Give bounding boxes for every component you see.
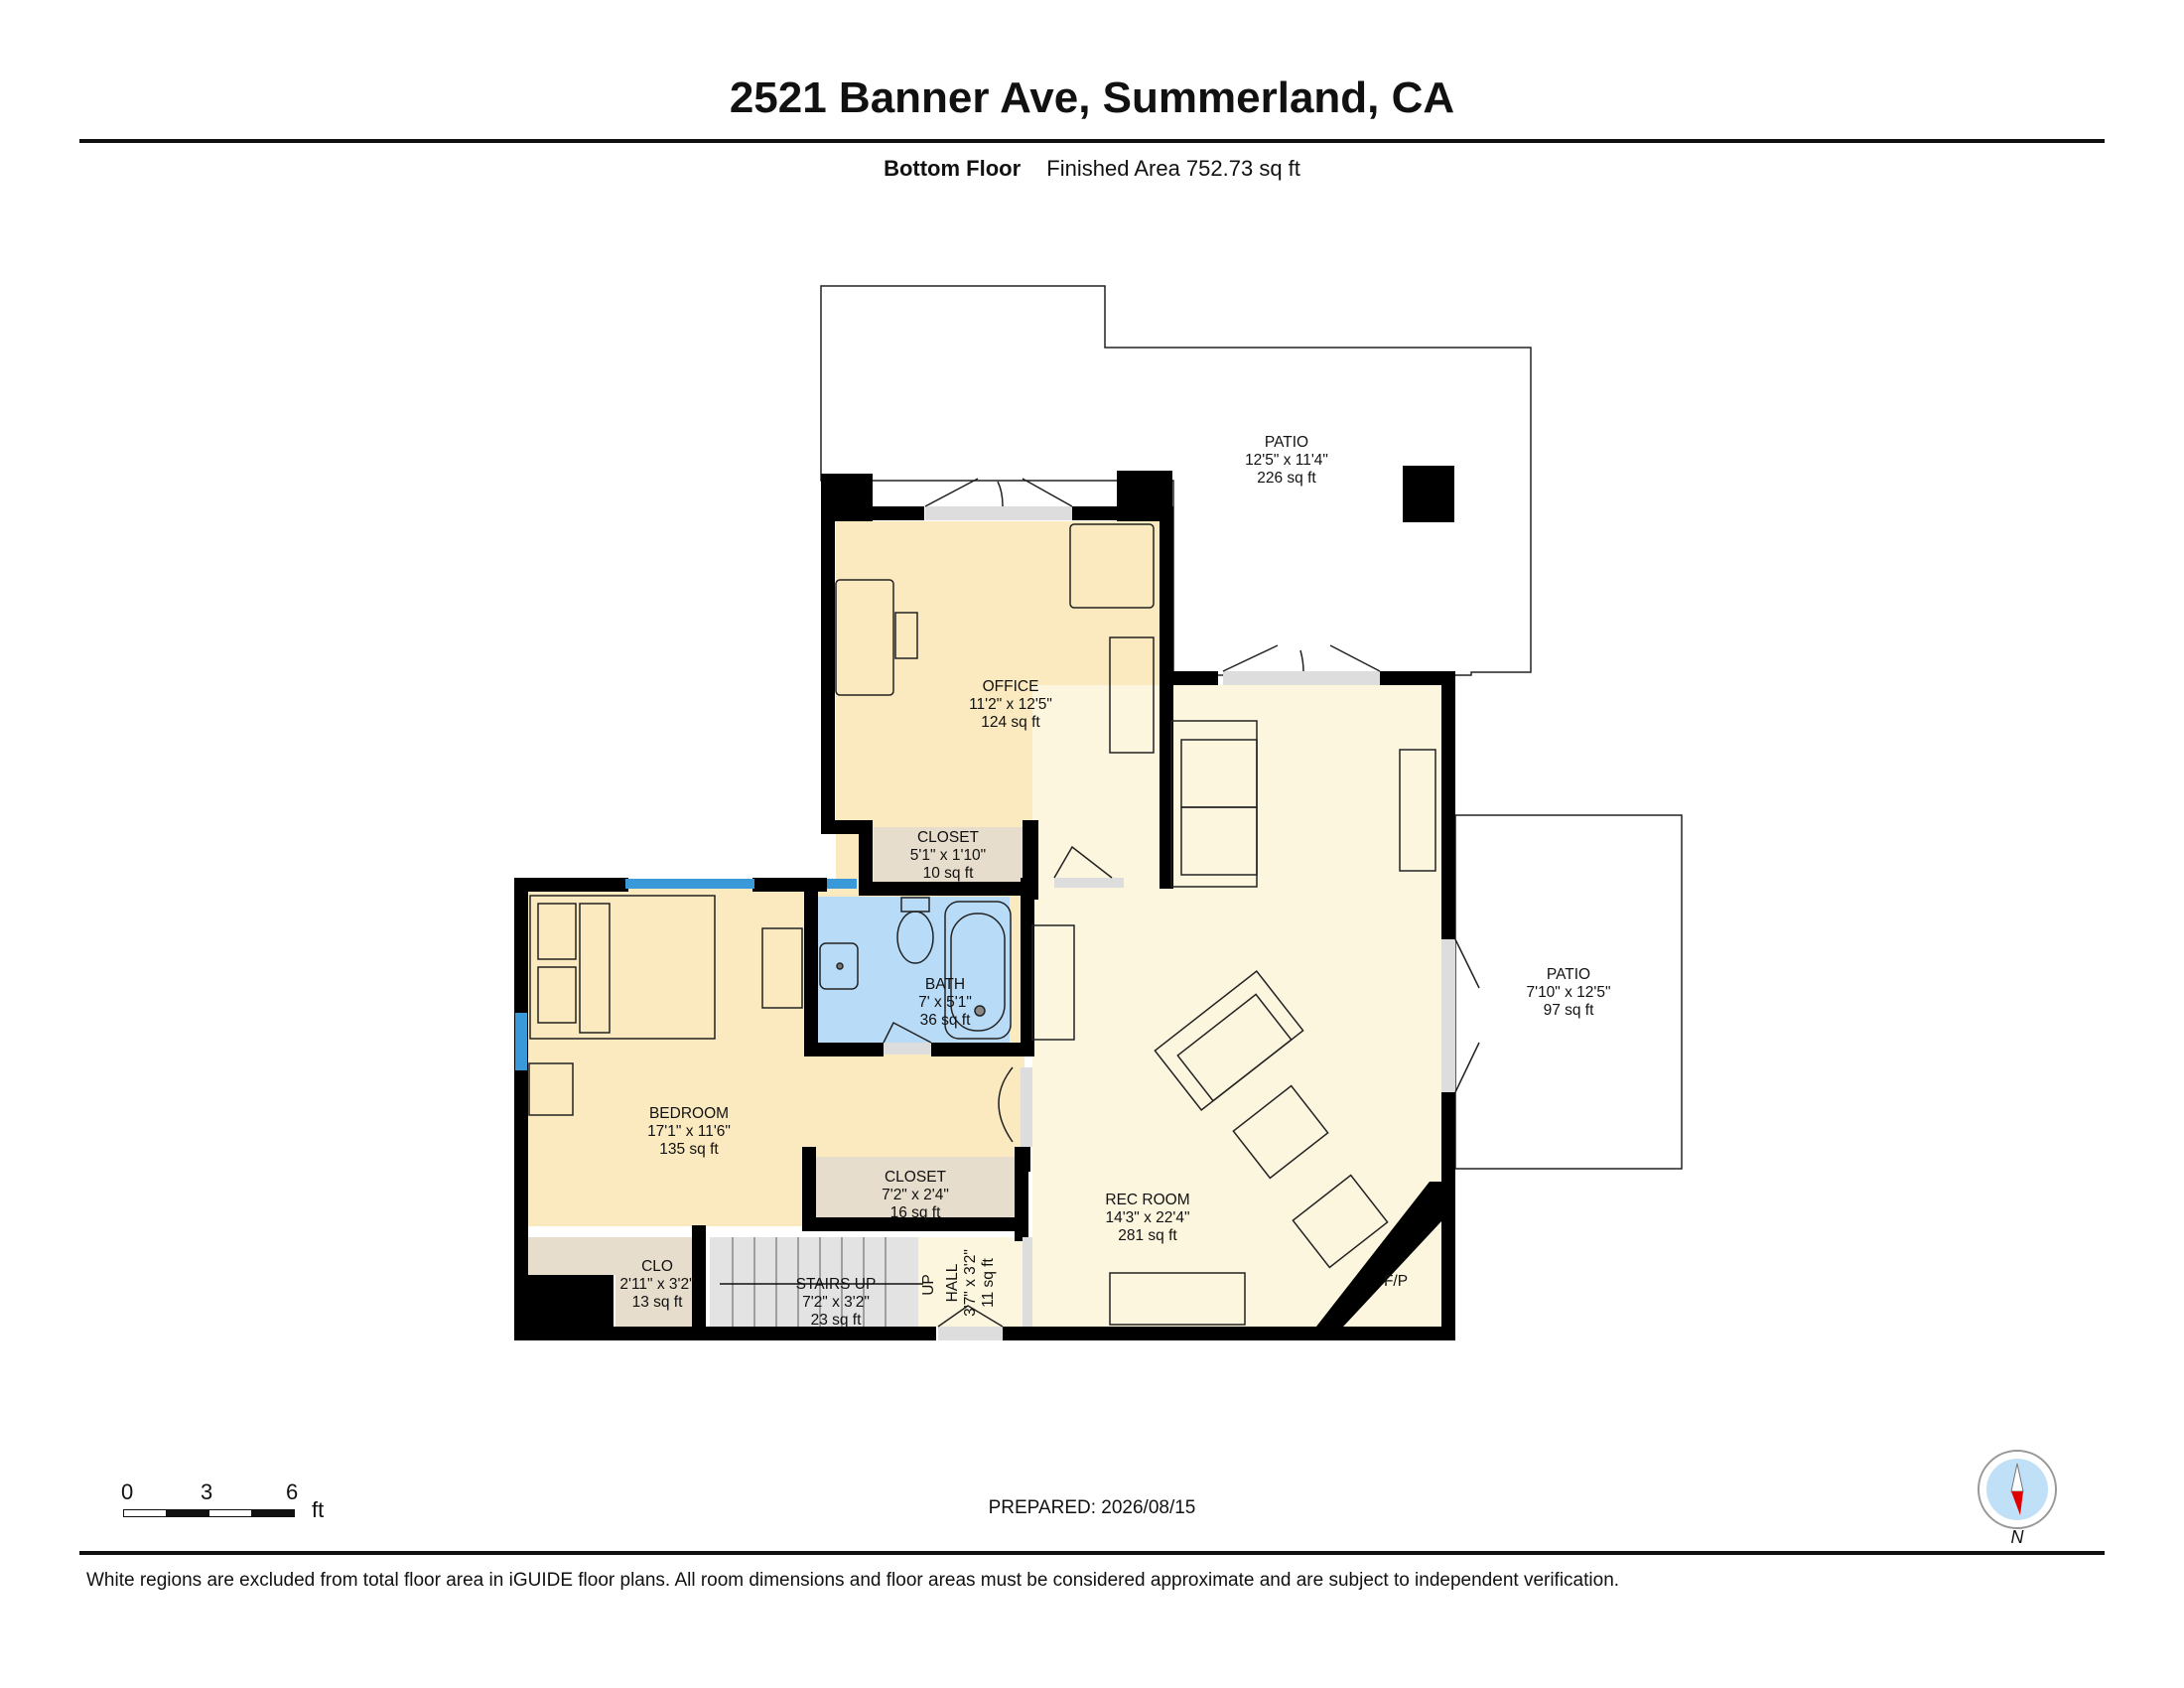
bedroom-furniture: [528, 895, 803, 1116]
room-name: CLOSET: [885, 1169, 947, 1186]
room-name: BEDROOM: [649, 1105, 729, 1122]
room-dims: 12'5" x 11'4": [1245, 452, 1328, 469]
room-label-stairs: STAIRS UP 7'2" x 3'2" 23 sq ft: [796, 1276, 877, 1329]
room-label-patio-right: PATIO 7'10" x 12'5" 97 sq ft: [1526, 966, 1610, 1019]
room-dims: 2'11" x 3'2": [619, 1276, 694, 1293]
room-label-patio-top: PATIO 12'5" x 11'4" 226 sq ft: [1245, 434, 1328, 487]
scale-tick: 3: [201, 1479, 213, 1504]
room-name: CLO: [641, 1258, 673, 1275]
stair-treads: [720, 1237, 923, 1327]
room-area: 281 sq ft: [1118, 1227, 1177, 1244]
disclaimer: White regions are excluded from total fl…: [86, 1570, 1620, 1591]
page-title: 2521 Banner Ave, Summerland, CA: [729, 73, 1455, 122]
room-name: PATIO: [1547, 966, 1590, 983]
room-name: HALL: [944, 1263, 961, 1302]
room-dims: 17'1" x 11'6": [647, 1123, 731, 1140]
room-label-bath: BATH 7' x 5'1" 36 sq ft: [918, 976, 972, 1029]
compass-north-label: N: [2011, 1527, 2025, 1547]
room-dims: 7'2" x 3'2": [802, 1294, 870, 1311]
room-area: 13 sq ft: [632, 1294, 684, 1311]
footer-divider: [79, 1551, 2105, 1555]
room-name: STAIRS UP: [796, 1276, 877, 1293]
room-area: 16 sq ft: [890, 1204, 942, 1221]
room-area: 10 sq ft: [923, 865, 975, 882]
scale-unit: ft: [312, 1497, 325, 1522]
scale-tick: 6: [286, 1479, 299, 1504]
room-label-bedroom-closet: CLOSET 7'2" x 2'4" 16 sq ft: [882, 1169, 949, 1221]
room-dims: 14'3" x 22'4": [1105, 1209, 1189, 1226]
stairs-direction-label: UP: [920, 1274, 937, 1296]
scale-segment: [251, 1509, 295, 1517]
scale-tick: 0: [121, 1479, 134, 1504]
clo-upper: [528, 1237, 697, 1275]
room-name: CLOSET: [917, 829, 980, 846]
bedroom-closet: [811, 1157, 1020, 1228]
prepared-date: PREPARED: 2026/08/15: [988, 1497, 1196, 1518]
room-area: 11 sq ft: [980, 1257, 997, 1307]
room-dims: 7'2" x 2'4": [882, 1187, 949, 1203]
compass: N: [1976, 1448, 2059, 1547]
compass-icon: N: [1978, 1450, 2057, 1547]
floor-plan: PATIO 12'5" x 11'4" 226 sq ft OFFICE 11'…: [514, 285, 1683, 1340]
room-label-bedroom: BEDROOM 17'1" x 11'6" 135 sq ft: [647, 1105, 731, 1158]
rec-room-upper: [1171, 685, 1453, 894]
bath-fixtures: [819, 897, 1012, 1040]
room-area: 97 sq ft: [1544, 1002, 1595, 1019]
stairs: [710, 1237, 918, 1327]
room-area: 23 sq ft: [811, 1312, 863, 1329]
header-divider: [79, 139, 2105, 143]
patio-top: [820, 285, 1532, 676]
patio-column: [1403, 466, 1454, 522]
room-dims: 7'10" x 12'5": [1526, 984, 1610, 1001]
room-area: 124 sq ft: [981, 714, 1040, 731]
finished-area: Finished Area 752.73 sq ft: [1046, 156, 1300, 181]
doors: [883, 478, 1480, 1340]
room-label-office: OFFICE 11'2" x 12'5" 124 sq ft: [969, 678, 1052, 731]
windows: [515, 879, 857, 1070]
room-name: PATIO: [1265, 434, 1308, 451]
room-name: REC ROOM: [1105, 1192, 1189, 1208]
room-dims: 3'7" x 3'2": [962, 1249, 979, 1317]
room-dims: 5'1" x 1'10": [910, 847, 986, 864]
fireplace-label: F/P: [1384, 1273, 1408, 1290]
room-label-hall: HALL 3'7" x 3'2" 11 sq ft: [944, 1249, 997, 1317]
rec-room-furniture: [1031, 720, 1436, 1326]
office-closet: [874, 827, 1023, 885]
room-dims: 7' x 5'1": [918, 994, 972, 1011]
patio-right: [1454, 814, 1683, 1170]
room-name: BATH: [925, 976, 965, 993]
room-dims: 11'2" x 12'5": [969, 696, 1052, 713]
room-label-rec-room: REC ROOM 14'3" x 22'4" 281 sq ft: [1105, 1192, 1189, 1244]
floor-summary: Bottom Floor Finished Area 752.73 sq ft: [0, 156, 2184, 182]
room-label-clo: CLO 2'11" x 3'2" 13 sq ft: [619, 1258, 694, 1311]
hall-room: [918, 1237, 1023, 1327]
room-area: 36 sq ft: [920, 1012, 972, 1029]
floor-name: Bottom Floor: [884, 156, 1022, 181]
bath-room: [811, 897, 1010, 1046]
room-label-office-closet: CLOSET 5'1" x 1'10" 10 sq ft: [910, 829, 986, 882]
walls: [514, 471, 1455, 1340]
office-furniture: [835, 523, 1155, 754]
room-name: OFFICE: [983, 678, 1039, 695]
room-area: 135 sq ft: [659, 1141, 719, 1158]
room-area: 226 sq ft: [1257, 470, 1316, 487]
scale-bar: 0 3 6 ft: [121, 1479, 349, 1529]
